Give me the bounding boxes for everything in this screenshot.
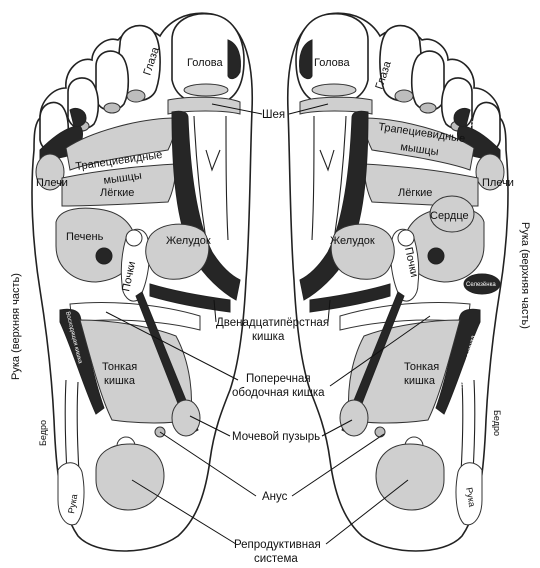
neck-label: Шея xyxy=(262,109,285,121)
reproductive-label-1: Репродуктивная xyxy=(234,539,321,551)
right-small-intestine-label-1: Тонкая xyxy=(404,361,439,373)
bladder-label: Мочевой пузырь xyxy=(232,431,320,443)
duodenum-label-2: кишка xyxy=(252,331,285,343)
right-heart-label: Сердце xyxy=(430,210,469,222)
right-spleen-label: Селезёнка xyxy=(466,282,496,288)
left-lungs-label: Лёгкие xyxy=(100,187,134,199)
right-arm-upper-label: Рука (верхняя часть) xyxy=(519,222,531,329)
left-liver-label: Печень xyxy=(66,231,104,243)
left-foot xyxy=(32,13,252,551)
right-head-label: Голова xyxy=(314,57,350,69)
left-head-label: Голова xyxy=(187,57,223,69)
left-stomach-label: Желудок xyxy=(166,235,211,247)
left-shoulders-label: Плечи xyxy=(36,177,68,189)
left-foot-shape xyxy=(32,13,252,551)
left-small-intestine-label-1: Тонкая xyxy=(102,361,137,373)
transverse-label-1: Поперечная xyxy=(246,373,311,385)
right-shoulders-label: Плечи xyxy=(482,177,514,189)
right-small-intestine-label-2: кишка xyxy=(404,375,436,387)
transverse-label-2: ободочная кишка xyxy=(232,387,325,399)
left-hip-label: Бедро xyxy=(38,420,48,446)
duodenum-label-1: Двенадцатипёрстная xyxy=(216,317,329,329)
right-stomach-label: Желудок xyxy=(330,235,375,247)
left-arm-upper-label: Рука (верхняя часть) xyxy=(10,273,22,380)
anus-label: Анус xyxy=(262,491,288,503)
left-small-intestine-label-2: кишка xyxy=(104,375,136,387)
right-hip-label: Бедро xyxy=(492,410,502,436)
reproductive-label-2: система xyxy=(254,553,298,565)
right-lungs-label: Лёгкие xyxy=(398,187,432,199)
